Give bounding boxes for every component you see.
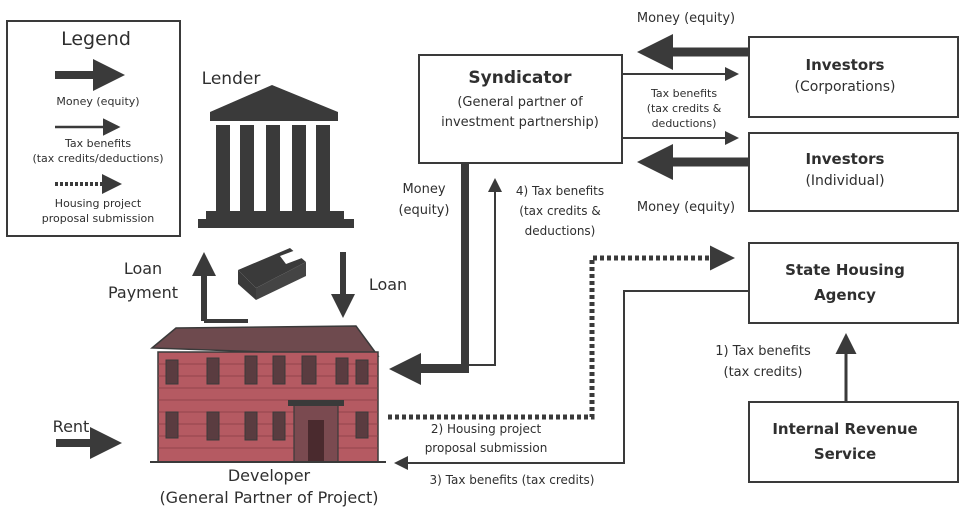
legend-housing-label-1: Housing project (55, 197, 142, 210)
money-bundle-icon (238, 248, 306, 300)
tax4-label-3: deductions) (525, 224, 596, 238)
legend: Legend Money (equity) Tax benefits (tax … (6, 20, 181, 237)
money-equity-bottom-label: Money (equity) (637, 200, 735, 215)
irs-line-1: Internal Revenue (772, 420, 917, 438)
developer-subtitle: (General Partner of Project) (159, 488, 378, 507)
legend-title: Legend (61, 28, 131, 50)
tax-benefits-syndicator-arrow (400, 178, 502, 366)
money-equity-developer-arrow (389, 163, 469, 385)
tax-benefits-mid-1: Tax benefits (650, 87, 717, 100)
irs-box: Internal Revenue Service (748, 401, 959, 483)
loan-payment-label-2: Payment (108, 283, 178, 302)
investors-corporations-title: Investors (806, 56, 885, 74)
housing2-label-1: 2) Housing project (431, 422, 542, 436)
developer-title: Developer (228, 466, 311, 485)
state-agency-line-2: Agency (814, 286, 876, 304)
irs-line-2: Service (814, 445, 876, 463)
tax3-label: 3) Tax benefits (tax credits) (430, 473, 595, 487)
syndicator-title: Syndicator (468, 68, 572, 88)
syndicator-line-2: investment partnership) (441, 115, 599, 130)
investors-corporations-box: Investors (Corporations) (748, 36, 959, 118)
tax-benefits-mid-2: (tax credits & (647, 102, 722, 115)
tax1-label-2: (tax credits) (724, 365, 803, 380)
investors-individual-title: Investors (806, 150, 885, 168)
bank-icon (198, 85, 354, 228)
developer-building-icon (150, 325, 386, 463)
syndicator-line-1: (General partner of (457, 95, 583, 110)
housing-proposal-arrow (388, 245, 735, 420)
legend-housing-label-2: proposal submission (42, 212, 154, 225)
loan-payment-label-1: Loan (124, 259, 162, 278)
legend-tax-label-2: (tax credits/deductions) (32, 152, 163, 165)
investors-individual-subtitle: (Individual) (805, 173, 884, 189)
tax-benefits-developer-arrow (394, 290, 749, 470)
tax1-label-1: 1) Tax benefits (715, 344, 811, 359)
money-equity-top-label: Money (equity) (637, 11, 735, 26)
investors-corporations-subtitle: (Corporations) (795, 79, 896, 95)
syndicator-box: Syndicator (General partner of investmen… (418, 54, 623, 164)
lender-label: Lender (202, 69, 261, 89)
tax4-label-1: 4) Tax benefits (516, 184, 604, 198)
housing2-label-2: proposal submission (425, 441, 548, 455)
money-left-label-1: Money (402, 182, 445, 197)
legend-money-label: Money (equity) (56, 95, 139, 108)
rent-label: Rent (53, 417, 90, 436)
money-left-label-2: (equity) (398, 203, 449, 218)
state-housing-agency-box: State Housing Agency (748, 242, 959, 324)
tax-benefits-mid-3: deductions) (652, 117, 717, 130)
state-agency-line-1: State Housing (785, 261, 905, 279)
tax4-label-2: (tax credits & (519, 204, 600, 218)
lender: Lender (198, 69, 354, 228)
loan-label: Loan (369, 275, 407, 294)
investors-individual-box: Investors (Individual) (748, 132, 959, 212)
legend-tax-label-1: Tax benefits (64, 137, 131, 150)
